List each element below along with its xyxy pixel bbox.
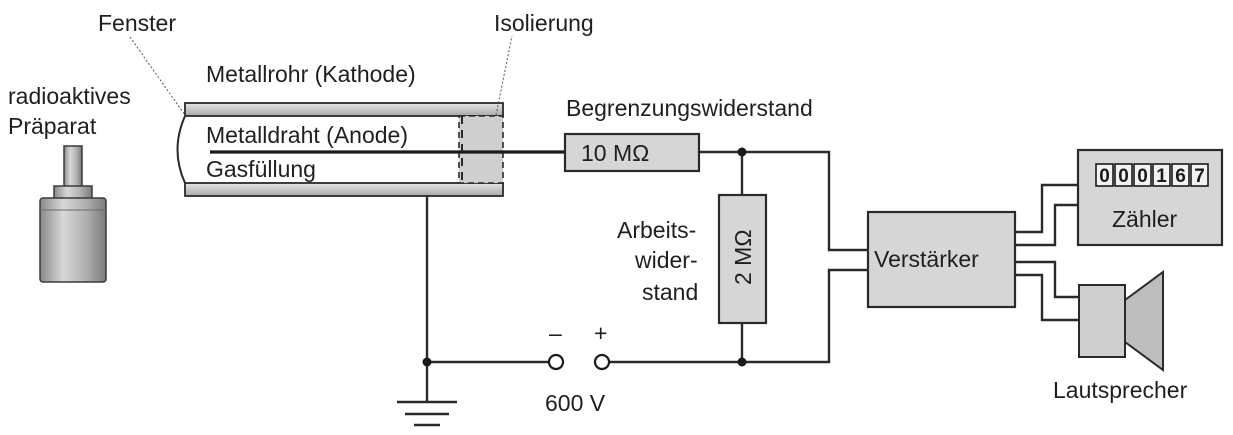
counter-digit-box <box>1152 163 1171 187</box>
label-praeparat-line1: radioaktives <box>8 83 131 109</box>
label-fenster: Fenster <box>98 10 176 36</box>
counter-digit: 0 <box>1099 166 1110 187</box>
loudspeaker <box>1078 270 1164 372</box>
wiring <box>425 150 1079 402</box>
working-resistor <box>717 193 768 325</box>
counter-digit-box <box>1171 163 1190 187</box>
junction-dot <box>422 357 432 367</box>
label-gasfuellung: Gasfüllung <box>206 156 316 182</box>
window <box>176 115 186 184</box>
counter-digit: 1 <box>1156 166 1167 187</box>
junction-dot <box>737 357 747 367</box>
counter-digit: 6 <box>1175 166 1186 187</box>
label-resistor-2: 2 MΩ <box>730 229 756 285</box>
ground-symbol <box>397 400 457 427</box>
plus-terminal <box>593 353 611 371</box>
label-minus: – <box>549 320 562 346</box>
counter-digit-box <box>1095 163 1114 187</box>
limiting-resistor <box>563 132 701 173</box>
label-verstaerker: Verstärker <box>874 246 979 272</box>
label-begrenzungswiderstand: Begrenzungswiderstand <box>566 95 813 121</box>
label-isolierung: Isolierung <box>494 10 594 36</box>
label-resistor-10: 10 MΩ <box>581 140 649 166</box>
minus-terminal <box>547 353 565 371</box>
label-metalldraht: Metalldraht (Anode) <box>206 122 408 148</box>
counter-digit: 0 <box>1118 166 1129 187</box>
label-zaehler: Zähler <box>1112 206 1178 232</box>
junction-dot <box>737 147 747 157</box>
counter-digit: 0 <box>1137 166 1148 187</box>
label-metallrohr: Metallrohr (Kathode) <box>206 61 416 87</box>
counter-digit-box <box>1133 163 1152 187</box>
label-arbeits-line1: Arbeits- <box>617 217 696 243</box>
counter-digit-box <box>1114 163 1133 187</box>
label-lautsprecher: Lautsprecher <box>1053 377 1188 403</box>
amplifier <box>866 210 1017 309</box>
label-spannung: 600 V <box>545 390 606 416</box>
radioactive-sample <box>39 145 107 283</box>
label-plus: + <box>594 320 607 346</box>
label-praeparat-line2: Präparat <box>8 113 97 139</box>
label-arbeits-line2: wider- <box>634 247 698 273</box>
counter-digit: 7 <box>1194 166 1205 187</box>
insulation <box>458 115 504 184</box>
label-arbeits-line3: stand <box>642 279 698 305</box>
counter-digit-box <box>1190 163 1209 187</box>
counter-tube <box>176 102 565 197</box>
